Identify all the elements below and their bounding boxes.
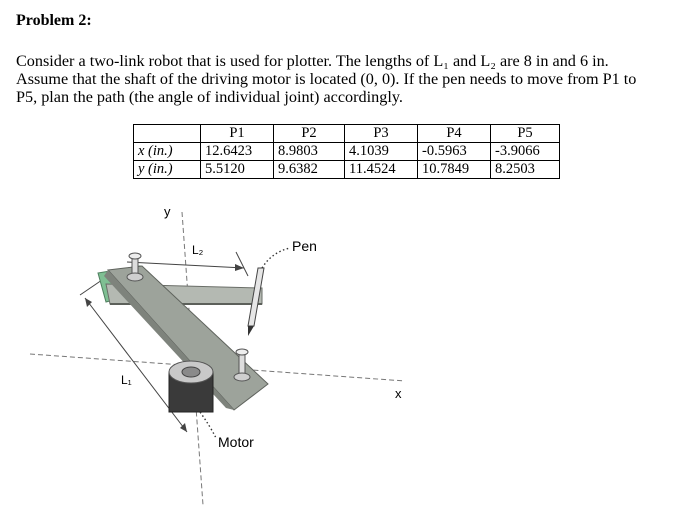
motor-label: Motor xyxy=(218,434,254,450)
table-cell: 11.4524 xyxy=(344,160,418,179)
l2-dimension-arrow xyxy=(235,264,244,271)
table-cell: 12.6423 xyxy=(200,142,274,161)
table-header-p2: P2 xyxy=(273,124,345,143)
problem-heading: Problem 2: xyxy=(16,12,92,29)
x-axis-label: x xyxy=(395,386,402,401)
table-cell: 9.6382 xyxy=(273,160,345,179)
table-header-p3: P3 xyxy=(344,124,418,143)
elbow-bolt-head xyxy=(128,252,142,260)
elbow-nut xyxy=(126,272,144,282)
l1-dimension-tick xyxy=(79,279,103,296)
motor-shaft xyxy=(181,366,201,378)
y-axis-label: y xyxy=(164,204,171,219)
l2-dimension-tick xyxy=(235,251,249,277)
base-bolt xyxy=(238,351,246,377)
pen-label: Pen xyxy=(292,238,317,254)
table-cell: 10.7849 xyxy=(417,160,491,179)
table-cell: -0.5963 xyxy=(417,142,491,161)
table-header-p5: P5 xyxy=(490,124,560,143)
table-cell: 8.9803 xyxy=(273,142,345,161)
statement-line-2: Assume that the shaft of the driving mot… xyxy=(16,70,637,88)
statement-line-3: P5, plan the path (the angle of individu… xyxy=(16,88,403,106)
table-row-label: y (in.) xyxy=(133,160,201,179)
l1-label: L₁ xyxy=(121,373,132,387)
statement-line-1: Consider a two-link robot that is used f… xyxy=(16,52,609,70)
table-row-x: x (in.) 12.6423 8.9803 4.1039 -0.5963 -3… xyxy=(133,142,560,161)
motor-leader xyxy=(199,411,217,439)
table-header-p1: P1 xyxy=(200,124,274,143)
l2-dimension-line xyxy=(126,261,245,269)
table-cell: -3.9066 xyxy=(490,142,560,161)
problem-statement: Consider a two-link robot that is used f… xyxy=(16,52,684,106)
table-cell: 5.5120 xyxy=(200,160,274,179)
base-bolt-head xyxy=(235,348,249,356)
points-table: P1 P2 P3 P4 P5 x (in.) 12.6423 8.9803 4.… xyxy=(133,124,560,179)
pen-tip xyxy=(248,326,254,336)
pen-leader xyxy=(261,247,291,269)
l1-dimension-arrow xyxy=(180,423,187,432)
l2-label: L₂ xyxy=(192,243,204,257)
table-cell: 8.2503 xyxy=(490,160,560,179)
table-row-y: y (in.) 5.5120 9.6382 11.4524 10.7849 8.… xyxy=(133,160,560,179)
l1-dimension-arrow xyxy=(85,298,92,307)
base-nut xyxy=(233,372,251,382)
